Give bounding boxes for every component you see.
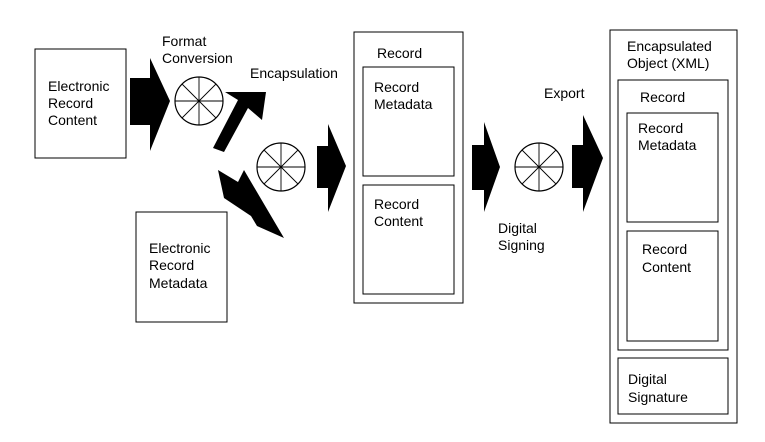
record-metadata-box [362,66,455,177]
digital-signature-line-2: Signature [628,389,688,405]
format-conversion-label-line-1: Format [162,33,206,49]
flow-arrow-icon [317,124,346,212]
flow-arrow-icon [572,115,603,212]
digital-signature-box [617,357,729,415]
electronic-record-metadata-box [135,211,228,323]
encapsulated-object-title-line-1: Encapsulated [627,38,712,54]
electronic-record-metadata-line-2: Record [149,257,194,273]
flow-arrow-icon [472,122,500,212]
encapsulation-wheel-icon [256,142,306,192]
digital-signing-label-line-2: Signing [498,237,545,253]
record-metadata-line-1: Record [374,79,419,95]
flow-arrow-icon [213,92,266,152]
inner-record-title: Record [640,89,685,105]
export-label: Export [544,85,585,101]
inner-record-metadata-line-1: Record [638,120,683,136]
electronic-record-content-line-3: Content [48,112,97,128]
electronic-record-metadata-line-3: Metadata [149,275,208,291]
inner-record-content-box [626,230,719,342]
flow-arrow-icon [130,58,170,151]
electronic-record-content-line-1: Electronic [48,78,109,94]
record-content-line-1: Record [374,196,419,212]
electronic-record-content-box [34,48,127,159]
record-content-box [362,184,455,295]
format-conversion-wheel-icon [174,76,224,126]
flow-arrow-icon [218,170,284,238]
record-metadata-line-2: Metadata [374,96,433,112]
format-conversion-label-line-2: Conversion [162,50,233,66]
inner-record-content-line-2: Content [642,259,691,275]
electronic-record-content-line-2: Record [48,95,93,111]
record-content-line-2: Content [374,213,423,229]
inner-record-metadata-line-2: Metadata [638,137,697,153]
digital-signature-line-1: Digital [628,371,667,387]
electronic-record-metadata-line-1: Electronic [149,240,210,256]
digital-signing-wheel-icon [514,142,564,192]
encapsulated-object-title-line-2: Object (XML) [627,55,709,71]
inner-record-metadata-box [626,112,719,223]
inner-record-content-line-1: Record [642,241,687,257]
record-title: Record [377,45,422,61]
encapsulation-label: Encapsulation [250,65,338,81]
digital-signing-label-line-1: Digital [498,220,537,236]
